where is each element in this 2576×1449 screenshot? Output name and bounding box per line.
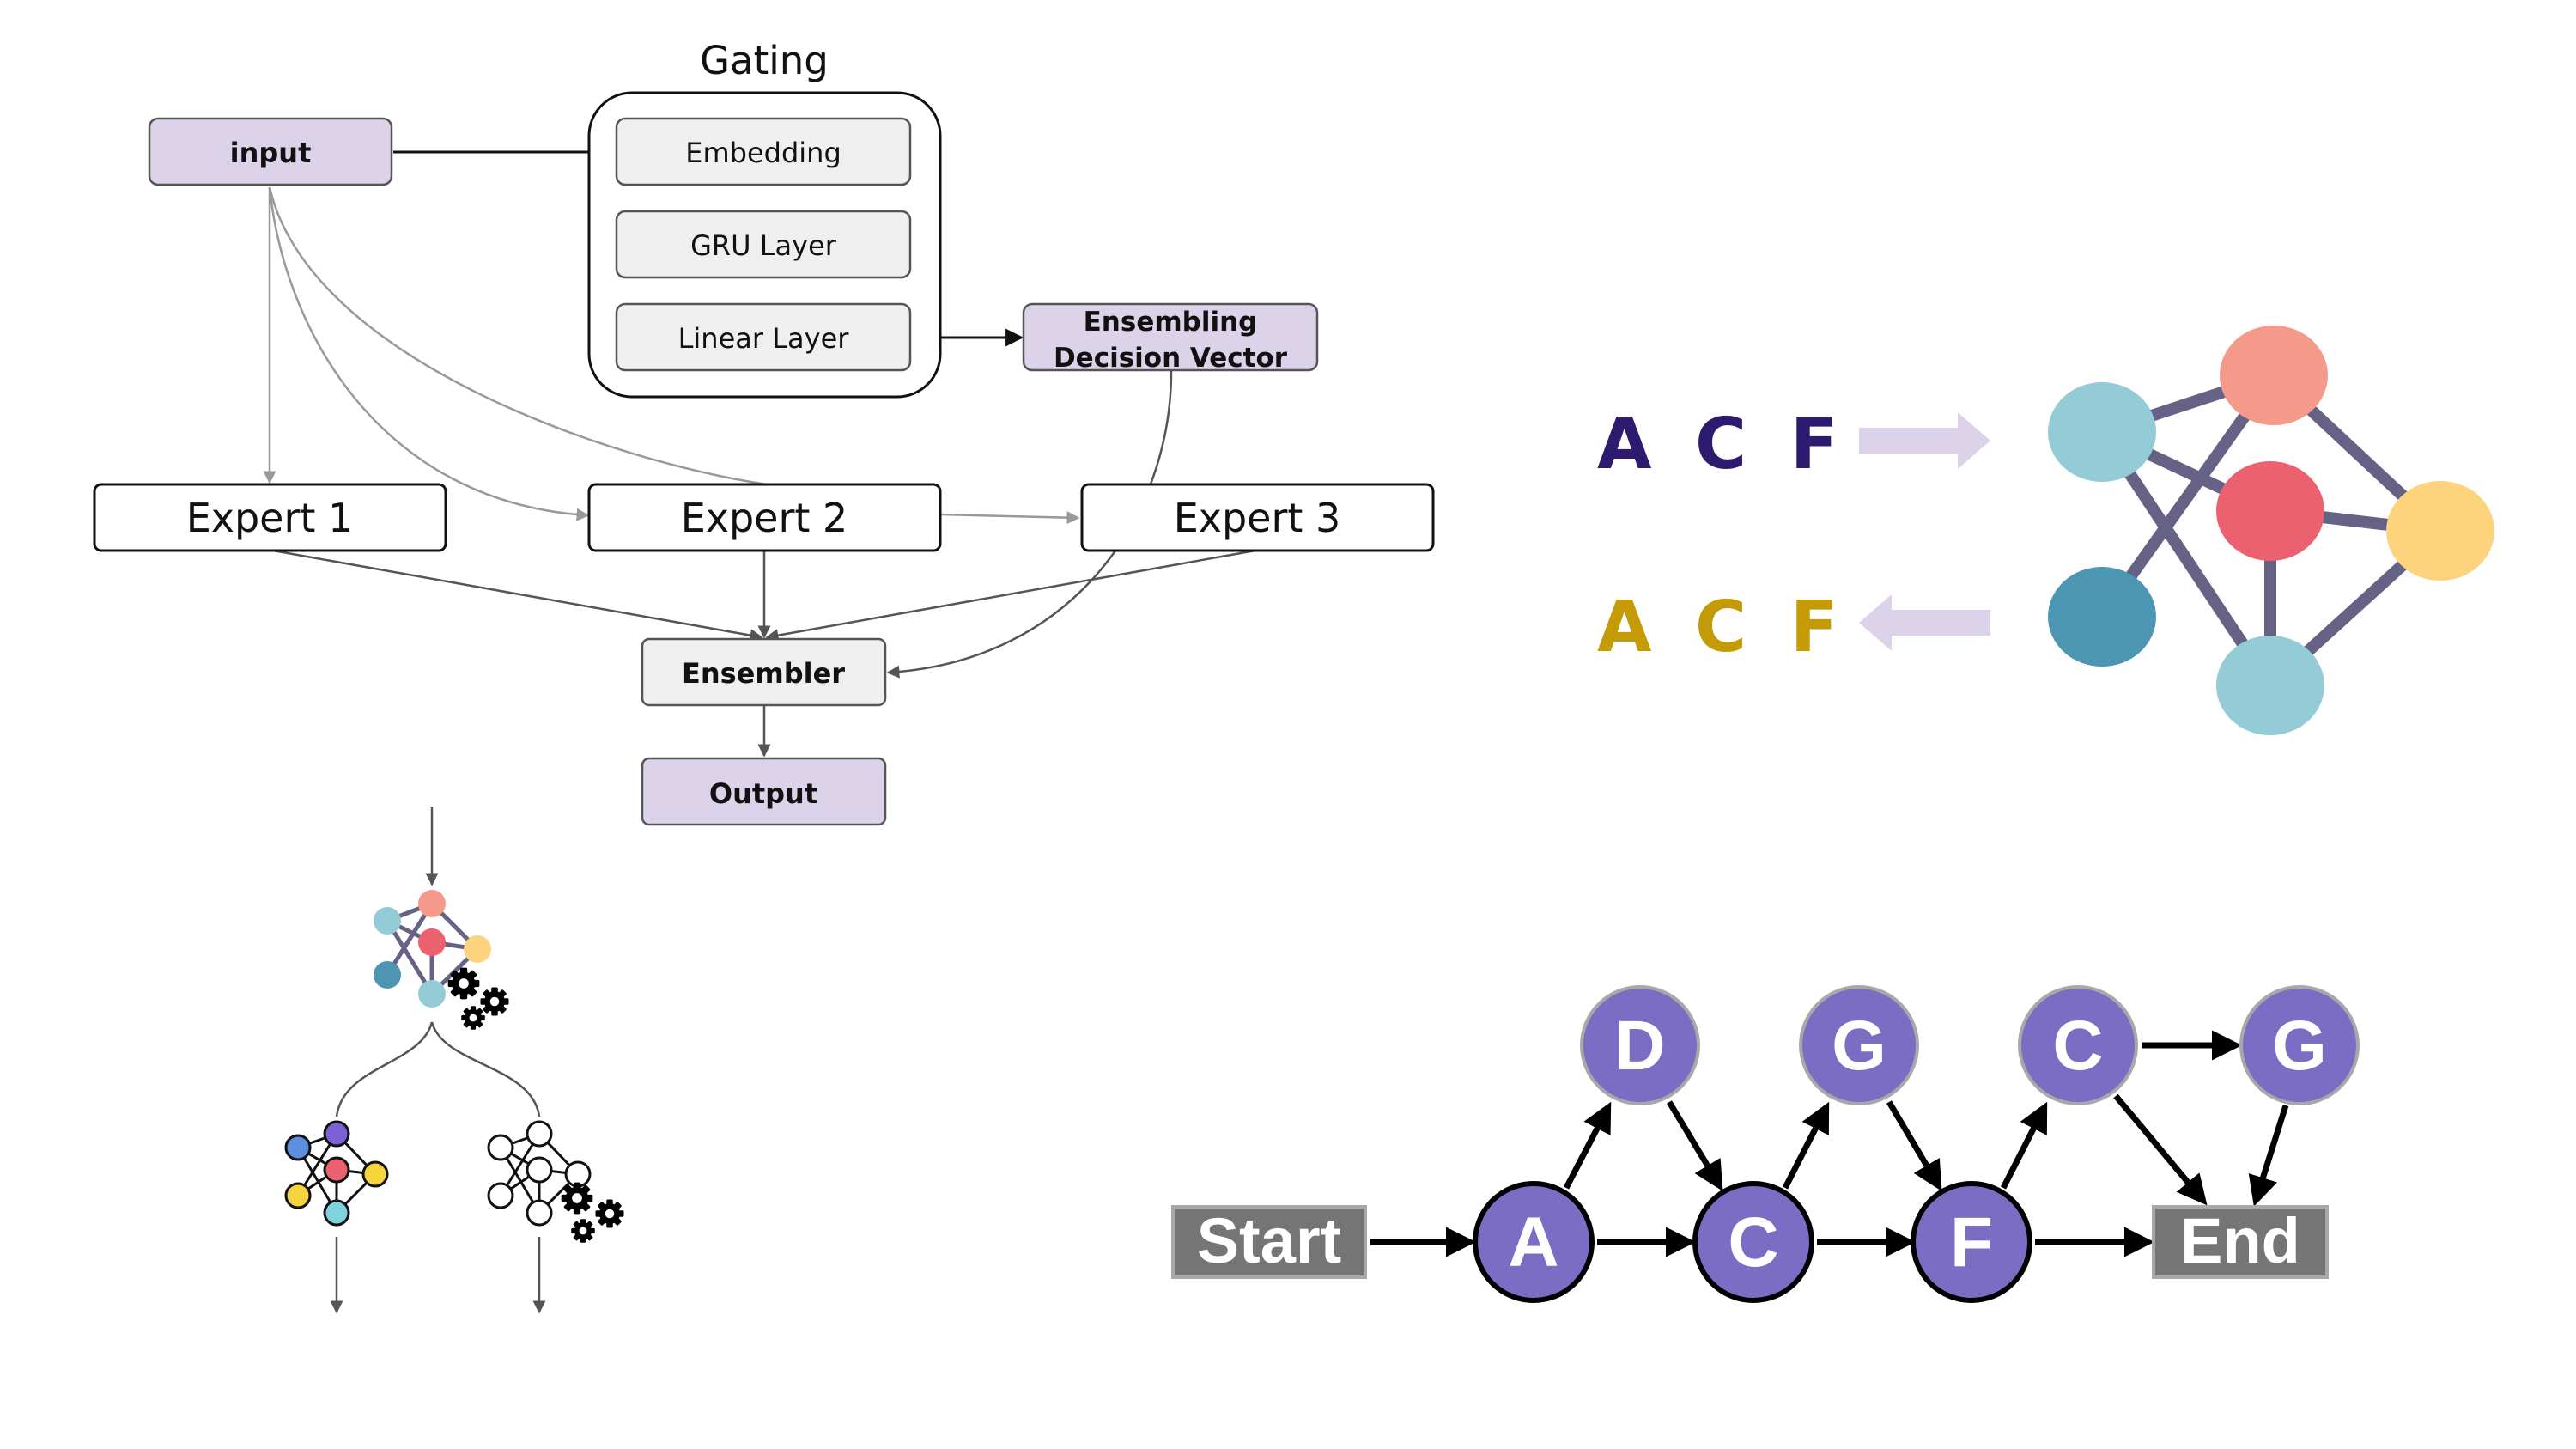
tree-branch-right	[430, 1021, 541, 1117]
expert2-node: Expert 2	[587, 483, 942, 552]
input-box	[148, 117, 393, 186]
path-node-label: A	[1508, 1203, 1558, 1282]
moe-connectors	[263, 143, 1256, 758]
path-node-g1: G	[1799, 985, 1919, 1105]
path-node-label: G	[1832, 1007, 1886, 1085]
path-edge	[1667, 1100, 1723, 1191]
ensembler-box	[641, 637, 887, 707]
graph-node-red	[2216, 461, 2324, 561]
gear-icon	[571, 1219, 595, 1243]
decision-label-line2: Decision Vector	[1054, 343, 1288, 374]
linear-node: Linear Layer	[615, 302, 912, 372]
gru-node: GRU Layer	[615, 210, 912, 279]
sequence-bottom-letter: F	[1790, 587, 1838, 668]
linear-box	[615, 302, 912, 372]
gru-box	[615, 210, 912, 279]
molecule-graph-large	[2048, 326, 2494, 735]
path-edge	[2113, 1093, 2208, 1206]
end-node: End	[2152, 1205, 2329, 1279]
graph-node-light-blue-top	[2048, 382, 2156, 482]
arrow-input-to-expert3	[268, 186, 1078, 518]
expert3-node: Expert 3	[1080, 483, 1435, 552]
embedding-node: Embedding	[615, 117, 912, 186]
expert1-label: Expert 1	[186, 495, 354, 541]
arrow-input-to-expert2	[268, 186, 590, 521]
expert3-box	[1080, 483, 1435, 552]
input-node: input	[148, 117, 393, 186]
expert1-box	[93, 483, 447, 552]
path-graph: Start End A C F D G C	[1171, 985, 2360, 1303]
path-node-f: F	[1911, 1181, 2032, 1303]
path-node-label: D	[1614, 1007, 1665, 1085]
gating-title: Gating	[700, 38, 829, 83]
path-node-label: F	[1950, 1203, 1993, 1282]
path-node-label: C	[2052, 1007, 2103, 1085]
path-node-d: D	[1580, 985, 1700, 1105]
expert2-label: Expert 2	[681, 495, 848, 541]
graph-node-salmon	[2220, 326, 2328, 425]
input-label: input	[230, 137, 312, 169]
ensembler-label: Ensembler	[682, 657, 845, 690]
decision-vector-node: Ensembling Decision Vector	[1022, 302, 1319, 374]
start-label: Start	[1197, 1205, 1342, 1276]
start-node: Start	[1171, 1205, 1367, 1279]
decode-arrow-left	[1859, 594, 1990, 651]
gear-icon	[561, 1182, 593, 1215]
tree-illustration	[284, 807, 624, 1314]
start-box	[1171, 1205, 1367, 1279]
output-box	[641, 757, 887, 826]
sequence-bottom: A C F	[1597, 587, 1838, 668]
sequence-bottom-letter: A	[1597, 587, 1652, 668]
path-edge	[2000, 1101, 2048, 1190]
path-node-label: G	[2272, 1007, 2327, 1085]
sequence-top-letter: C	[1695, 404, 1747, 485]
path-edge	[1782, 1101, 1830, 1190]
sequence-graph-panel: A C F A C F	[1597, 326, 2494, 735]
graph-node-light-blue-bottom	[2216, 636, 2324, 735]
sequence-bottom-letter: C	[1695, 587, 1747, 668]
graph-node-yellow	[2386, 481, 2494, 581]
expert3-label: Expert 3	[1174, 495, 1341, 541]
path-node-c2: C	[2018, 985, 2138, 1105]
path-edge	[2248, 1104, 2289, 1207]
molecule-graph-small-colored	[284, 1120, 389, 1227]
sequence-top-letter: F	[1790, 404, 1838, 485]
decision-label-line1: Ensembling	[1084, 307, 1258, 338]
path-node-label: C	[1728, 1203, 1778, 1282]
ensembler-node: Ensembler	[641, 637, 887, 707]
embedding-box	[615, 117, 912, 186]
end-box	[2152, 1205, 2329, 1279]
gru-label: GRU Layer	[690, 229, 837, 262]
path-node-c: C	[1692, 1181, 1814, 1303]
moe-diagram: Gating input Embedding GRU Layer Linear …	[93, 38, 1435, 826]
arrow-decision-to-ensembler	[886, 370, 1173, 679]
encode-arrow-right	[1859, 412, 1990, 469]
graph-node-teal	[2048, 567, 2156, 667]
molecule-graph-small-root	[374, 890, 491, 1008]
tree-branch-left	[335, 1021, 434, 1117]
gear-icon	[447, 967, 480, 1000]
molecule-graph-small-empty	[487, 1120, 592, 1227]
sequence-top: A C F	[1597, 404, 1838, 485]
arrow-expert3-to-ensembler	[765, 549, 1256, 642]
path-node-g2: G	[2239, 985, 2360, 1105]
expert2-box	[587, 483, 942, 552]
output-node: Output	[641, 757, 887, 826]
gear-icon	[595, 1199, 624, 1228]
end-label: End	[2180, 1205, 2300, 1276]
embedding-label: Embedding	[685, 137, 841, 169]
path-node-a: A	[1473, 1181, 1595, 1303]
output-label: Output	[709, 777, 817, 810]
path-edge	[1563, 1101, 1612, 1190]
path-edge	[1886, 1100, 1942, 1192]
expert1-node: Expert 1	[93, 483, 447, 552]
gear-icon	[480, 987, 509, 1016]
sequence-top-letter: A	[1597, 404, 1652, 485]
decision-box	[1022, 302, 1319, 372]
arrow-expert1-to-ensembler	[272, 549, 763, 642]
gear-icon	[461, 1006, 485, 1030]
linear-label: Linear Layer	[678, 322, 850, 355]
